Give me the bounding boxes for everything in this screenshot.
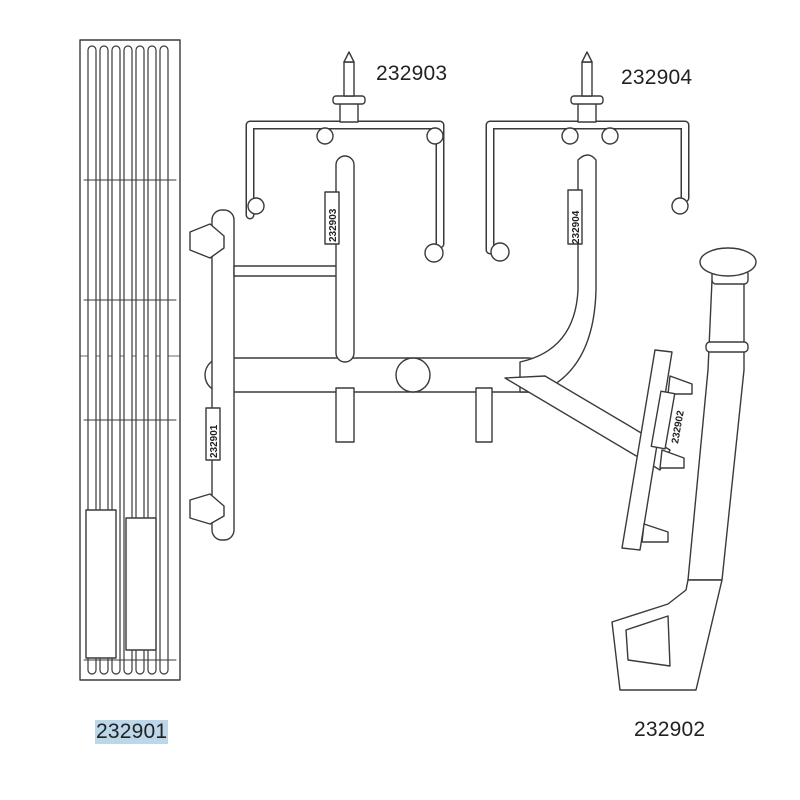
- side-arm-232902: [611, 247, 757, 691]
- stamp-232901: 232901: [209, 424, 220, 458]
- stamp-232902: 232902: [670, 409, 687, 444]
- hanger-232903: [245, 51, 445, 263]
- panel-plate-right: [125, 517, 157, 651]
- main-frame: [189, 154, 671, 541]
- stamp-232904: 232904: [571, 210, 582, 244]
- stamp-232903: 232903: [328, 208, 339, 242]
- panel-plate-left: [85, 509, 117, 659]
- hanger-232904: [485, 51, 690, 262]
- slatted-panel: [79, 39, 181, 681]
- label-232902: 232902: [634, 718, 706, 741]
- label-232901[interactable]: 232901: [95, 720, 169, 744]
- label-232903: 232903: [376, 62, 448, 85]
- label-232904: 232904: [621, 66, 693, 89]
